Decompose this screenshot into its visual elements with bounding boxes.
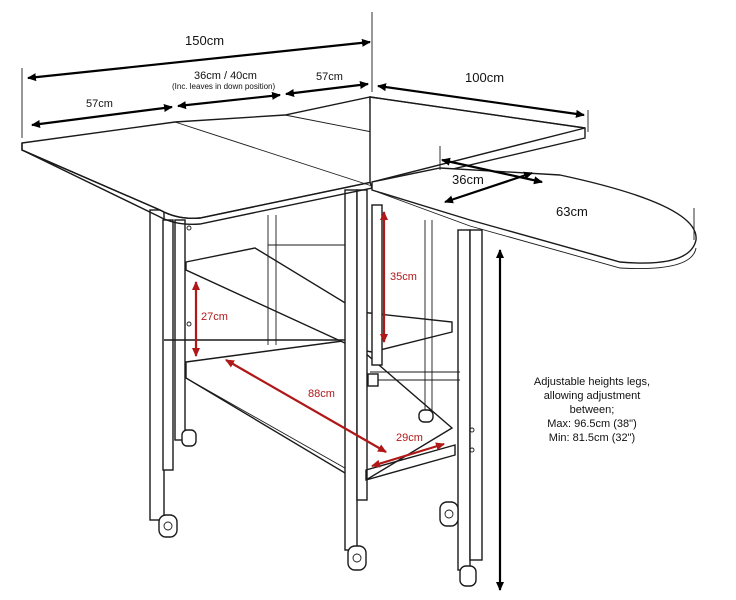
left-leg — [149, 209, 165, 521]
red-dimension-lines — [192, 211, 445, 468]
label-total-length: 150cm — [185, 33, 224, 48]
right-leg-front — [457, 229, 471, 571]
tabletop-main — [21, 96, 373, 220]
label-ironing-width: 36cm — [452, 172, 484, 187]
height-note-line1: Adjustable heights legs, — [534, 376, 650, 388]
label-ironing-length: 63cm — [556, 204, 588, 219]
height-note-line4: Max: 96.5cm (38") — [547, 418, 637, 430]
height-note: Adjustable heights legs, allowing adjust… — [534, 376, 650, 444]
label-depth: 100cm — [465, 70, 504, 85]
caster-wheels — [158, 409, 477, 587]
center-leg-back — [371, 204, 383, 366]
label-shelf-depth: 29cm — [396, 432, 423, 444]
ironing-board — [371, 167, 697, 264]
label-shelf-length: 88cm — [308, 388, 335, 400]
label-center-note: (Inc. leaves in down position) — [172, 82, 276, 91]
height-note-line5: Min: 81.5cm (32") — [549, 432, 635, 444]
table-illustration — [21, 96, 697, 587]
middle-shelf — [185, 247, 453, 353]
label-lower-gap: 27cm — [201, 311, 228, 323]
height-note-line3: between; — [570, 404, 615, 416]
label-left-leaf: 57cm — [86, 98, 113, 110]
center-leg-front — [344, 189, 358, 551]
right-leg-back — [469, 229, 483, 561]
black-dimension-lines — [21, 12, 695, 591]
height-note-line2: allowing adjustment — [544, 390, 641, 402]
label-shelf-gap: 35cm — [390, 271, 417, 283]
label-right-leaf: 57cm — [316, 71, 343, 83]
label-center-section: 36cm / 40cm — [194, 70, 257, 82]
